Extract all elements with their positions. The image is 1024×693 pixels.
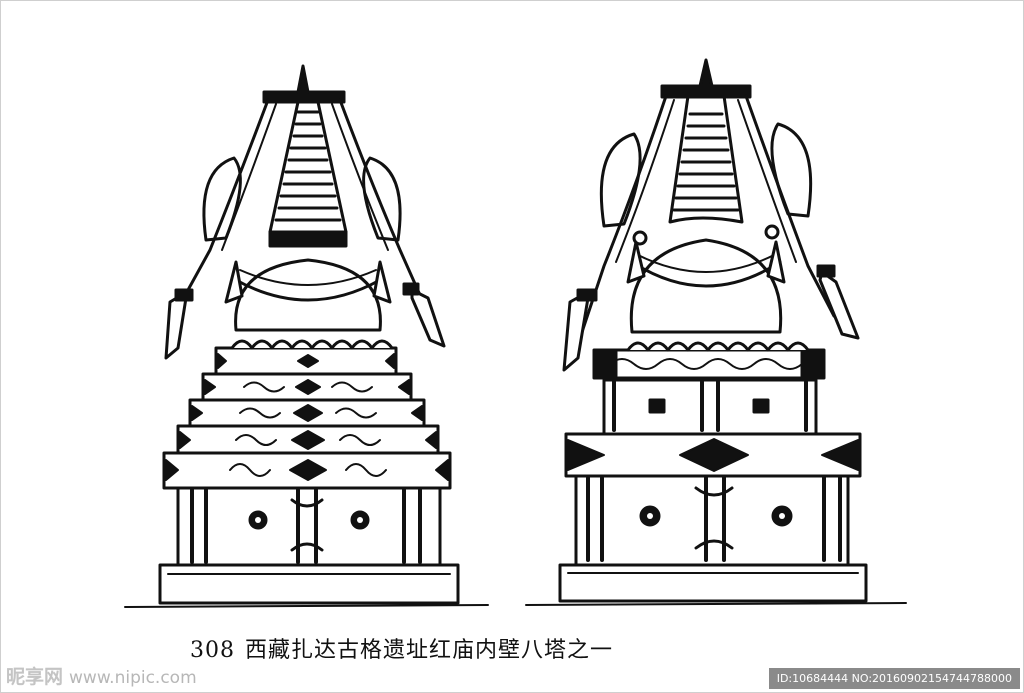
left-stupa (124, 64, 489, 608)
right-stupa (525, 58, 907, 606)
caption-text: 西藏扎达古格遗址红庙内壁八塔之一 (245, 638, 614, 663)
figure-caption: 308 西藏扎达古格遗址红庙内壁八塔之一 (190, 632, 613, 664)
watermark-logo-text: 昵享网 (6, 666, 64, 688)
caption-number: 308 (190, 638, 235, 663)
watermark-url: www.nipic.com (69, 668, 197, 688)
watermark-id: ID:10684444 NO:20160902154744788000 (768, 668, 1020, 689)
